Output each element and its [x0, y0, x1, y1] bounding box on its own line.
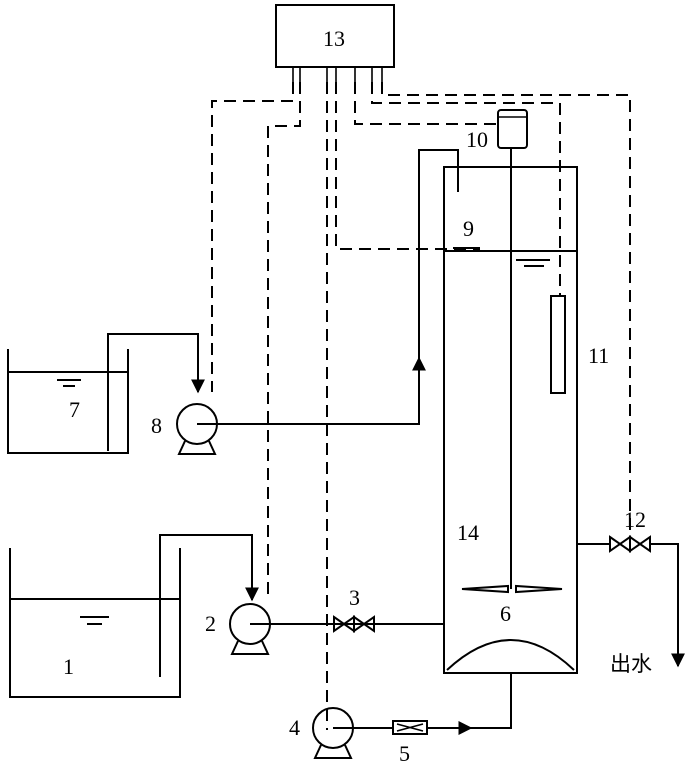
label-tank-7: 7 [69, 397, 80, 422]
flowmeter-5: 5 [392, 720, 428, 766]
tank-1: 1 [9, 548, 181, 698]
label-motor-10: 10 [466, 127, 488, 152]
pipe-tank7-pump8 [107, 333, 205, 451]
valve-12: 12 [609, 507, 651, 553]
label-valve-3: 3 [349, 585, 360, 610]
pipe-pump8-reactor [197, 356, 426, 425]
label-pump-4: 4 [289, 715, 300, 740]
motor-10: 10 [466, 109, 528, 152]
pump-4: 4 [289, 707, 354, 759]
pipe-tank1-pump2 [159, 534, 259, 677]
tank-7: 7 [7, 349, 129, 454]
label-reactor-14: 14 [457, 520, 479, 545]
controller-box: 13 [275, 4, 395, 82]
pipe-outlet [577, 543, 678, 666]
label-stirrer-6: 6 [500, 601, 511, 626]
level-sensor-9: 9 [453, 216, 480, 249]
control-signal-lines [211, 82, 631, 730]
label-tank-1: 1 [63, 654, 74, 679]
label-pump-8: 8 [151, 413, 162, 438]
pipe-dosing-inlet [418, 149, 459, 358]
label-level-9: 9 [463, 216, 474, 241]
pipe-reactor-bottom-inlet [466, 673, 512, 729]
label-probe-11: 11 [588, 343, 609, 368]
pump-2: 2 [205, 603, 271, 655]
stirrer-6: 6 [461, 584, 563, 626]
label-pump-2: 2 [205, 611, 216, 636]
valve-3: 3 [333, 585, 375, 633]
label-outlet: 出水 [610, 652, 652, 676]
probe-11: 11 [550, 295, 609, 394]
label-controller: 13 [323, 26, 345, 51]
label-flowmeter-5: 5 [399, 741, 410, 766]
label-valve-12: 12 [624, 507, 646, 532]
pump-8: 8 [151, 403, 218, 455]
